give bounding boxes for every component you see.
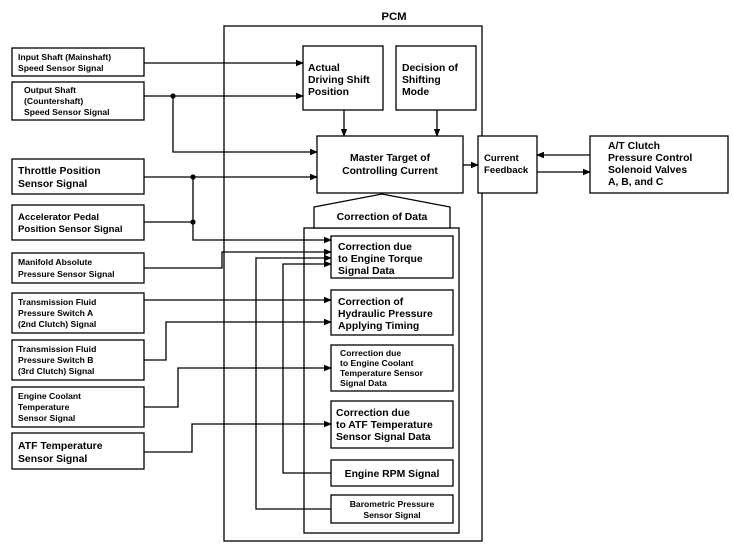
svg-text:Sensor Signal: Sensor Signal: [18, 413, 75, 423]
svg-text:Applying Timing: Applying Timing: [338, 321, 419, 332]
arrow-output-shaft-to-master: [172, 96, 318, 156]
connector-lines: [144, 59, 591, 510]
svg-text:Signal Data: Signal Data: [340, 378, 387, 388]
svg-text:Correction due: Correction due: [340, 348, 401, 358]
pcm-title: PCM: [381, 11, 406, 23]
svg-text:Pressure Switch A: Pressure Switch A: [18, 308, 93, 318]
svg-text:Input Shaft (Mainshaft): Input Shaft (Mainshaft): [18, 52, 111, 62]
svg-text:Position Sensor Signal: Position Sensor Signal: [18, 224, 122, 235]
svg-text:Actual: Actual: [308, 63, 340, 74]
svg-text:Correction of: Correction of: [338, 297, 404, 308]
arrow-baro-to-torque: [255, 254, 332, 510]
input-accelerator-pedal: Accelerator Pedal Position Sensor Signal: [11, 204, 145, 241]
svg-text:Position: Position: [308, 87, 349, 98]
engine-rpm-signal: Engine RPM Signal: [330, 459, 454, 487]
svg-text:Controlling Current: Controlling Current: [342, 166, 438, 177]
master-target-controlling-current: Master Target of Controlling Current: [316, 135, 464, 194]
correction-of-data-label: Correction of Data: [337, 212, 428, 223]
svg-text:Speed Sensor Signal: Speed Sensor Signal: [18, 63, 103, 73]
svg-text:to Engine Torque: to Engine Torque: [338, 254, 423, 265]
svg-text:(2nd Clutch) Signal: (2nd Clutch) Signal: [18, 319, 96, 329]
svg-text:Barometric Pressure: Barometric Pressure: [350, 499, 435, 509]
output-solenoid-valves: A/T Clutch Pressure Control Solenoid Val…: [589, 135, 729, 194]
junction-output-shaft: [170, 93, 176, 99]
svg-text:Output Shaft: Output Shaft: [24, 85, 76, 95]
svg-text:Pressure Control: Pressure Control: [608, 153, 692, 164]
svg-text:(3rd Clutch) Signal: (3rd Clutch) Signal: [18, 366, 94, 376]
correction-hydraulic-pressure: Correction of Hydraulic Pressure Applyin…: [330, 289, 454, 336]
svg-text:Pressure Sensor Signal: Pressure Sensor Signal: [18, 269, 114, 279]
svg-text:Throttle Position: Throttle Position: [18, 166, 101, 177]
input-manifold-pressure: Manifold Absolute Pressure Sensor Signal: [11, 252, 145, 284]
svg-text:Hydraulic Pressure: Hydraulic Pressure: [338, 309, 433, 320]
svg-text:Feedback: Feedback: [484, 165, 529, 176]
svg-text:A/T Clutch: A/T Clutch: [608, 141, 660, 152]
svg-text:Temperature: Temperature: [18, 402, 70, 412]
input-tfp-switch-b: Transmission Fluid Pressure Switch B (3r…: [11, 339, 145, 381]
svg-text:Transmission Fluid: Transmission Fluid: [18, 297, 96, 307]
arrow-ect: [144, 364, 332, 408]
input-output-shaft-speed: Output Shaft (Countershaft) Speed Sensor…: [11, 81, 145, 121]
junction-throttle: [190, 174, 196, 180]
svg-text:Shifting: Shifting: [402, 75, 441, 86]
current-feedback: Current Feedback: [477, 135, 538, 194]
svg-text:Sensor Signal: Sensor Signal: [18, 179, 87, 190]
svg-text:to Engine Coolant: to Engine Coolant: [340, 358, 414, 368]
input-input-shaft-speed: Input Shaft (Mainshaft) Speed Sensor Sig…: [11, 47, 145, 77]
svg-text:Sensor Signal: Sensor Signal: [18, 454, 87, 465]
svg-text:Master Target of: Master Target of: [350, 153, 431, 164]
correction-engine-torque: Correction due to Engine Torque Signal D…: [330, 235, 454, 279]
svg-text:Sensor Signal: Sensor Signal: [363, 510, 420, 520]
svg-text:Manifold Absolute: Manifold Absolute: [18, 257, 92, 267]
arrow-map: [144, 248, 332, 269]
arrow-atf: [144, 420, 332, 453]
input-engine-coolant: Engine Coolant Temperature Sensor Signal: [11, 386, 145, 428]
svg-text:Engine Coolant: Engine Coolant: [18, 391, 81, 401]
input-throttle-position: Throttle Position Sensor Signal: [11, 158, 145, 195]
arrow-tfp-b: [144, 318, 332, 361]
svg-text:Decision of: Decision of: [402, 63, 459, 74]
svg-text:Solenoid Valves: Solenoid Valves: [608, 165, 687, 176]
svg-text:Sensor Signal Data: Sensor Signal Data: [336, 432, 431, 443]
decision-of-shifting-mode: Decision of Shifting Mode: [395, 45, 477, 111]
svg-text:Accelerator Pedal: Accelerator Pedal: [18, 212, 99, 223]
svg-text:ATF Temperature: ATF Temperature: [18, 441, 103, 452]
barometric-pressure-signal: Barometric Pressure Sensor Signal: [330, 494, 454, 524]
input-atf-temperature: ATF Temperature Sensor Signal: [11, 432, 145, 470]
svg-text:to ATF Temperature: to ATF Temperature: [336, 420, 433, 431]
svg-text:A, B, and C: A, B, and C: [608, 177, 664, 188]
svg-text:Correction due: Correction due: [336, 408, 410, 419]
svg-text:Current: Current: [484, 153, 519, 164]
svg-text:Speed Sensor Signal: Speed Sensor Signal: [24, 107, 109, 117]
svg-text:Engine RPM Signal: Engine RPM Signal: [345, 469, 440, 480]
svg-text:Correction due: Correction due: [338, 242, 412, 253]
svg-text:Pressure Switch B: Pressure Switch B: [18, 355, 93, 365]
correction-of-data-header: [313, 193, 451, 229]
svg-text:Driving Shift: Driving Shift: [308, 75, 370, 86]
actual-driving-shift-position: Actual Driving Shift Position: [302, 45, 384, 111]
svg-text:Temperature Sensor: Temperature Sensor: [340, 368, 424, 378]
arrow-throttle-to-torque: [192, 177, 332, 244]
correction-atf-temperature: Correction due to ATF Temperature Sensor…: [330, 400, 454, 449]
junction-accelerator: [190, 219, 196, 225]
svg-text:Transmission Fluid: Transmission Fluid: [18, 344, 96, 354]
input-tfp-switch-a: Transmission Fluid Pressure Switch A (2n…: [11, 292, 145, 334]
svg-text:Signal Data: Signal Data: [338, 266, 395, 277]
svg-text:Mode: Mode: [402, 87, 429, 98]
svg-text:(Countershaft): (Countershaft): [24, 96, 83, 106]
correction-engine-coolant: Correction due to Engine Coolant Tempera…: [330, 344, 454, 392]
